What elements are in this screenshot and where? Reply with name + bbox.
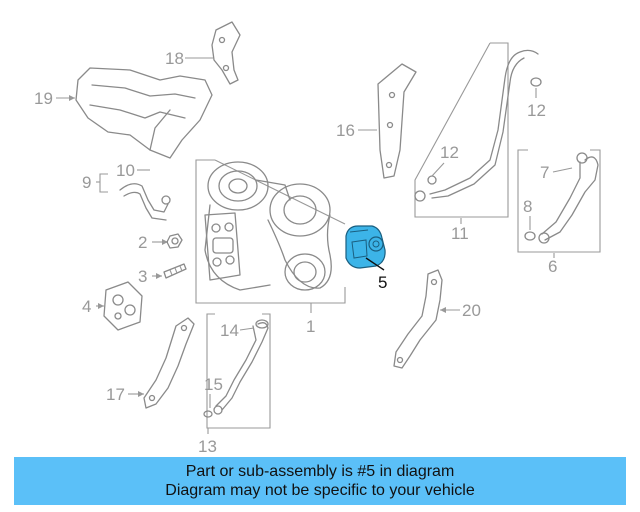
callout-17: 17 [106, 385, 125, 404]
part-6-bracket [517, 149, 601, 253]
callout-14: 14 [220, 321, 239, 340]
info-banner: Part or sub-assembly is #5 in diagram Di… [14, 457, 626, 505]
callout-9: 9 [82, 173, 91, 192]
turbocharger-illustration [204, 161, 332, 291]
callout-4: 4 [82, 297, 91, 316]
part-8-seal [524, 231, 536, 241]
callout-5-leader [365, 257, 385, 271]
part-13-oil-return-line [213, 319, 269, 415]
callout-11: 11 [451, 224, 469, 243]
callout-8: 8 [523, 197, 532, 216]
part-6-coolant-pipe [538, 152, 599, 244]
callout-20: 20 [462, 301, 481, 320]
part-19-heat-shield [75, 67, 213, 159]
callout-3: 3 [138, 267, 147, 286]
part-20-bracket [393, 269, 443, 369]
part-2-nut [166, 233, 183, 249]
part-18-bracket [211, 21, 241, 85]
callout-7: 7 [540, 163, 549, 182]
part-11-oil-line [414, 49, 539, 202]
part-4-gasket [103, 281, 143, 331]
callout-5: 5 [378, 273, 387, 292]
callout-18: 18 [165, 49, 184, 68]
callout-10: 10 [116, 161, 135, 180]
turbo-assembly-bracket [195, 159, 346, 304]
part-11-bracket [414, 42, 509, 218]
callout-1: 1 [306, 317, 315, 336]
banner-line-part-number: Part or sub-assembly is #5 in diagram [185, 463, 455, 480]
part-3-stud [163, 263, 187, 279]
part-10-hose [119, 183, 171, 221]
callout-2: 2 [138, 233, 147, 252]
callout-13: 13 [198, 437, 217, 456]
callout-15: 15 [204, 375, 223, 394]
part-16-gasket [377, 63, 417, 179]
part-5-actuator-highlight [345, 225, 386, 269]
banner-line-disclaimer: Diagram may not be specific to your vehi… [165, 482, 475, 499]
callout-6: 6 [548, 257, 557, 276]
part-9-bracket [99, 173, 108, 193]
callout-16: 16 [336, 121, 355, 140]
part-5-actuator-body [345, 225, 386, 269]
callout-12-lower: 12 [440, 143, 459, 162]
callout-12-upper: 12 [527, 101, 546, 120]
callout-19: 19 [34, 89, 53, 108]
part-13-bracket [206, 313, 271, 429]
part-12-seal-upper [530, 77, 542, 87]
part-17-bracket [143, 317, 195, 409]
part-15-seal [203, 410, 213, 418]
